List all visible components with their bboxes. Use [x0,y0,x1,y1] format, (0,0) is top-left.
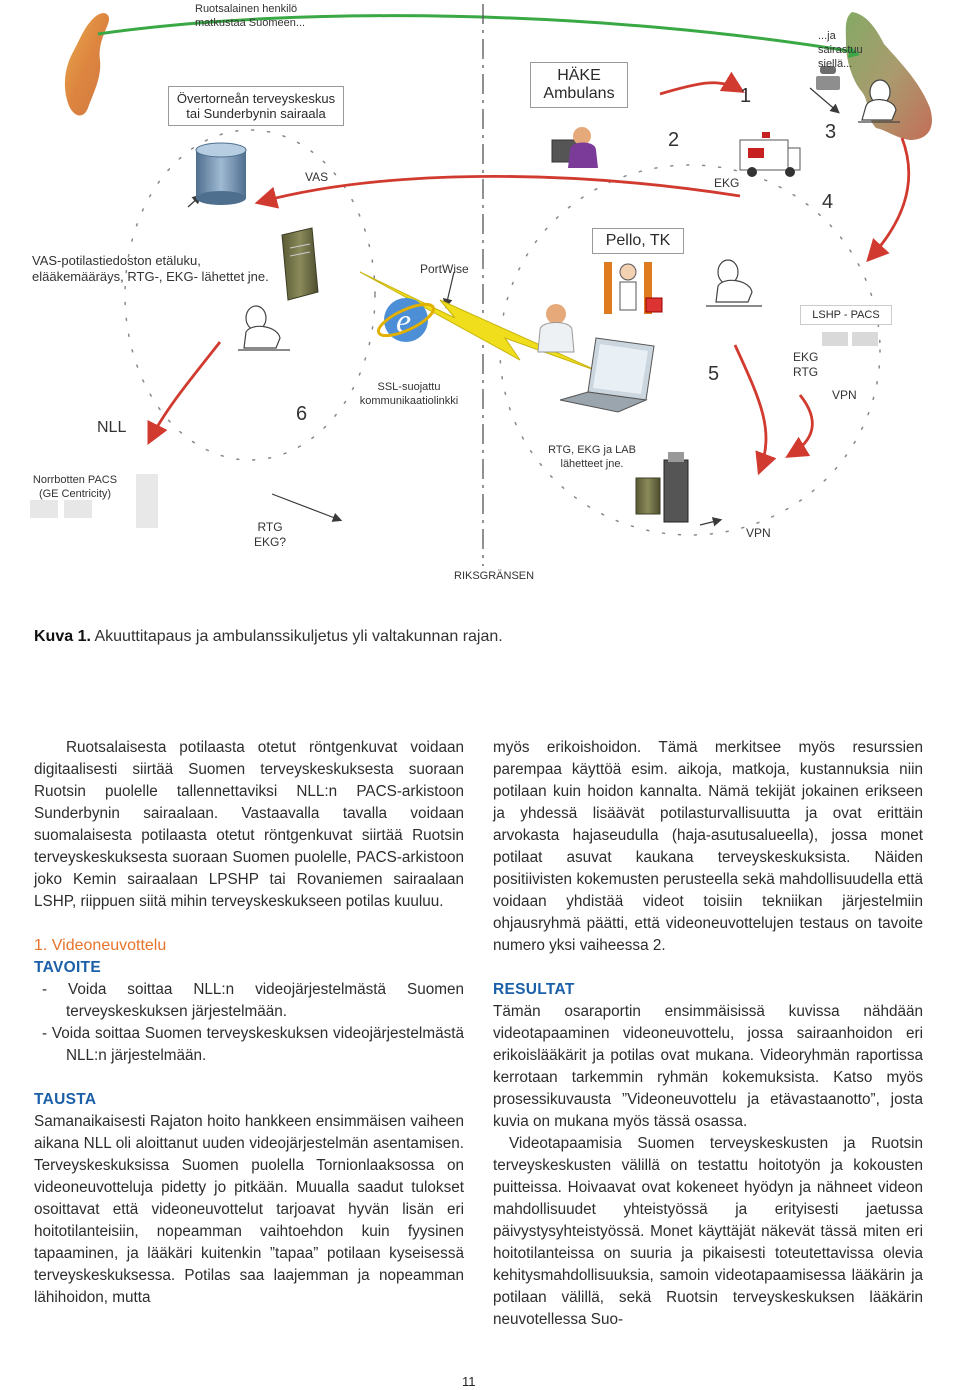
server-icon [281,227,319,301]
step-number-3: 3 [825,121,837,143]
label-portwise: PortWise [420,262,469,276]
video-meetings-paragraph: Videotapaamisia Suomen terveyskeskusten … [493,1135,923,1328]
label-vpn-right: VPN [832,388,857,402]
step-number-1: 1 [740,85,752,107]
operator-icon [551,127,598,168]
right-column: myös erikoishoidon. Tämä merkitsee myös … [493,737,923,1331]
continuation-paragraph: myös erikoishoidon. Tämä merkitsee myös … [493,739,923,954]
left-column: Ruotsalaisesta potilaasta otetut röntgen… [34,737,464,1309]
caption-label: Kuva 1. [34,628,91,645]
label-sick-there: ...ja sairastuu siellä... [818,30,863,70]
background-paragraph: Samanaikaisesti Rajaton hoito hankkeen e… [34,1113,464,1306]
norrbotten-pacs-icon [30,474,158,528]
medical-device-icon [635,452,689,523]
label-ekg-top: EKG [714,176,740,190]
arrow-ambulance-to-finland [659,71,745,96]
phone-icon [816,66,840,90]
page-number: 11 [462,1374,476,1389]
label-overtornea: Övertorneån terveyskeskus tai Sunderbyni… [168,86,344,126]
ambulance-icon [739,132,801,177]
goal-item: - Voida soittaa NLL:n videojärjestelmäst… [42,981,464,1020]
clinic-icon [604,262,663,314]
results-heading: RESULTAT [493,981,575,998]
label-norrbotten: Norrbotten PACS (GE Centricity) [32,474,118,500]
label-lshp-pacs: LSHP - PACS [800,305,892,325]
lshp-pacs-icon [822,332,878,346]
arrow-5 [733,344,777,476]
label-riksgransen: RIKSGRÄNSEN [454,570,535,582]
results-paragraph: Tämän osaraportin ensimmäisissä kuvissa … [493,1003,923,1130]
label-vas-description: VAS-potilastiedoston etäluku, elääkemäär… [32,253,269,285]
arrow-nll-link [147,341,222,446]
sweden-map-icon [64,13,110,116]
finland-map-icon [845,12,932,140]
network-diagram: e [0,0,960,620]
label-hake: HÄKE Ambulans [530,62,628,108]
step-number-6: 6 [296,403,308,425]
browser-globe-icon: e [376,298,436,342]
arrow-ekg-rtg [785,394,814,458]
label-vas: VAS [305,170,329,184]
circle-finland-right [499,164,881,536]
label-ssl: SSL-suojattu kommunikaatiolinkki [359,381,459,407]
label-nll: NLL [97,419,127,436]
figure-caption: Kuva 1. Akuuttitapaus ja ambulanssikulje… [34,628,503,646]
travel-arrow [97,14,856,54]
section-title: 1. Videoneuvottelu [34,937,167,954]
step-number-4: 4 [822,191,834,213]
patient-top-right-icon [858,79,900,123]
step-number-2: 2 [668,129,680,151]
label-ekg-rtg: EKG RTG [793,350,819,379]
patient-left-icon [238,305,290,351]
laptop-icon [559,337,655,413]
label-rtg-ekg-question: RTG EKG? [253,520,286,549]
goal-heading: TAVOITE [34,959,101,976]
arrow-patient-right [866,137,911,263]
database-icon [195,142,247,205]
circle-sweden-left [124,129,376,461]
background-heading: TAUSTA [34,1091,97,1108]
intro-paragraph: Ruotsalaisesta potilaasta otetut röntgen… [34,739,464,910]
patient-middle-icon [706,259,762,307]
diagram-graphics: e [30,4,932,566]
step-number-5: 5 [708,363,720,385]
caption-text: Akuuttitapaus ja ambulanssikuljetus yli … [90,628,503,645]
label-vpn-bottom: VPN [746,526,771,540]
doctor-icon [537,304,575,353]
arrow-vas-to-sweden [254,175,741,209]
goal-item: - Voida soittaa Suomen terveyskeskuksen … [42,1025,464,1064]
label-pello: Pello, TK [592,228,684,254]
label-swedish-patient: Ruotsalainen henkilö matkustaa Suomeen..… [195,3,306,29]
label-rtg-ekg-lab: RTG, EKG ja LAB lähetteet jne. [548,444,636,470]
